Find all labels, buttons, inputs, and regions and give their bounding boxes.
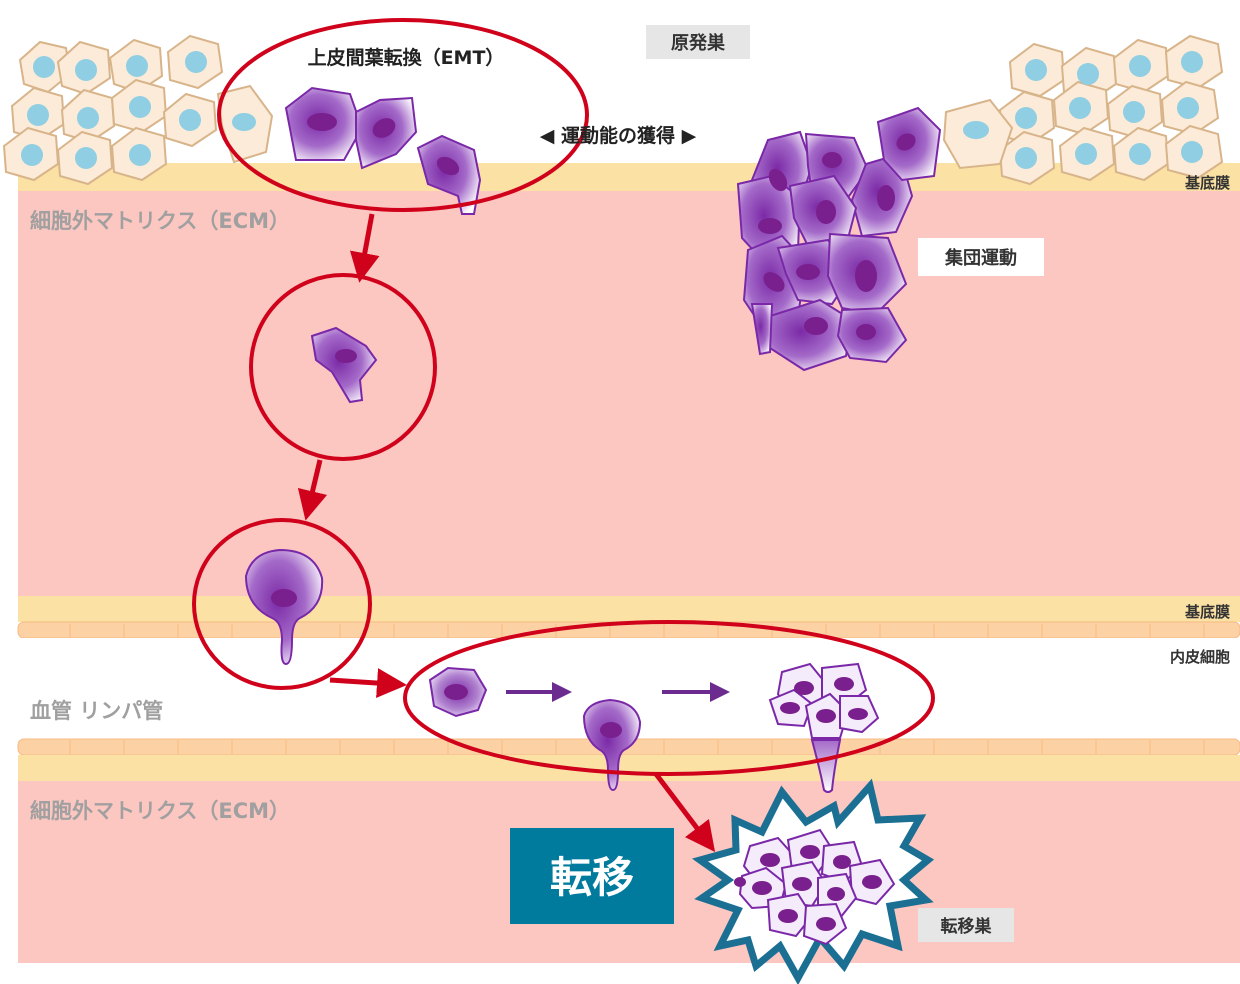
ecm-top-label: 細胞外マトリクス（ECM） bbox=[30, 209, 290, 233]
collective-migration-label-box bbox=[918, 238, 1044, 276]
ecm-bottom-label: 細胞外マトリクス（ECM） bbox=[30, 799, 290, 823]
circulating-cell bbox=[428, 666, 488, 718]
emt-nuclei bbox=[307, 113, 460, 176]
metastasis-nuclei bbox=[734, 845, 882, 931]
metastasis-box bbox=[510, 828, 674, 924]
extravasating-cell bbox=[582, 698, 642, 792]
motility-label: ◀ 運動能の獲得 ▶ bbox=[540, 124, 697, 147]
intravasating-cell bbox=[244, 548, 324, 666]
endothelial-label: 内皮細胞 bbox=[1170, 648, 1230, 666]
arrow-circulation-to-metastasis bbox=[654, 772, 716, 852]
basement-membrane-mid bbox=[18, 596, 1240, 622]
metastatic-site-label: 転移巣 bbox=[941, 916, 993, 937]
ecm-upper bbox=[18, 190, 1240, 596]
basement-membrane-top bbox=[18, 163, 1240, 191]
basement-membrane-bottom bbox=[18, 755, 1240, 781]
epithelial-nuclei-right bbox=[963, 51, 1203, 169]
emt-label: 上皮間葉転換（EMT） bbox=[308, 46, 505, 69]
primary-tumor-label: 原発巣 bbox=[671, 32, 726, 54]
epithelial-nuclei-left bbox=[21, 51, 256, 169]
vessel-label: 血管 リンパ管 bbox=[30, 699, 163, 723]
arrow-migration-to-intravasation bbox=[297, 459, 328, 521]
basement-membrane-mid-label: 基底膜 bbox=[1184, 603, 1230, 621]
migration-highlight-circle bbox=[249, 273, 437, 461]
circulating-cluster bbox=[768, 662, 880, 793]
intravasation-highlight-circle bbox=[192, 518, 372, 690]
cluster-nuclei bbox=[758, 133, 916, 340]
emt-highlight-circle bbox=[217, 18, 589, 212]
collective-migration-label: 集団運動 bbox=[944, 247, 1017, 269]
metastatic-site-label-box bbox=[918, 908, 1014, 942]
basement-membrane-top-label: 基底膜 bbox=[1184, 174, 1230, 192]
arrow-intravasation-to-circulation bbox=[329, 668, 407, 699]
migrating-cell bbox=[310, 326, 378, 404]
primary-tumor-label-box bbox=[646, 25, 750, 59]
arrow-emt-to-migration bbox=[349, 213, 380, 283]
metastasis-label: 転移 bbox=[550, 853, 634, 902]
